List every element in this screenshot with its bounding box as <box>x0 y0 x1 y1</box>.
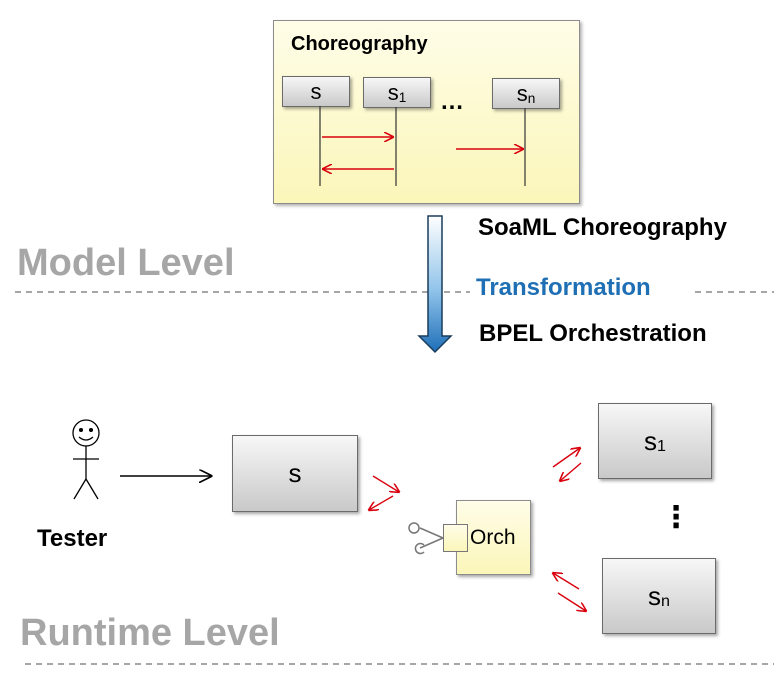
orch-port <box>443 524 468 552</box>
choreography-title: Choreography <box>291 33 428 55</box>
s1-to-orch-arrow <box>560 462 582 481</box>
runtime-level-label: Runtime Level <box>20 612 280 654</box>
runtime-service-s1-sub: 1 <box>657 437 666 456</box>
chor-ellipsis: … <box>440 88 464 115</box>
runtime-service-s: s <box>232 435 358 512</box>
orch-to-s-arrow <box>369 495 394 510</box>
runtime-service-sn-label: s <box>648 580 662 611</box>
source-model-label: SoaML Choreography <box>478 214 727 241</box>
chor-participant-s1-sub: 1 <box>398 89 407 105</box>
chor-participant-s1-label: s <box>387 79 399 105</box>
tester-label: Tester <box>37 525 108 552</box>
orchestrator-label: Orch <box>470 525 516 549</box>
vertical-ellipsis: ⋮ <box>661 501 691 534</box>
s-to-orch-arrow <box>372 475 399 492</box>
sn-to-orch-arrow <box>553 573 580 590</box>
chor-participant-sn-label: s <box>516 80 528 106</box>
transformation-arrow <box>417 215 453 354</box>
orch-to-s1-arrow <box>552 448 580 468</box>
runtime-service-s1-label: s <box>644 425 658 456</box>
tester-icon <box>72 419 100 500</box>
orchestrator-box: Orch <box>456 500 531 575</box>
chor-participant-sn-sub: n <box>527 90 536 106</box>
choreography-box: Choreography <box>273 20 580 204</box>
orch-to-sn-arrow <box>557 592 586 611</box>
runtime-service-s-label: s <box>288 458 302 488</box>
target-model-label: BPEL Orchestration <box>479 320 707 347</box>
chor-participant-s-label: s <box>310 78 322 104</box>
transformation-label: Transformation <box>476 274 651 301</box>
orch-interface-socket-icon <box>408 522 444 555</box>
chor-participant-s: s <box>282 76 350 107</box>
model-level-label: Model Level <box>17 242 235 284</box>
runtime-service-sn-sub: n <box>661 592 670 611</box>
